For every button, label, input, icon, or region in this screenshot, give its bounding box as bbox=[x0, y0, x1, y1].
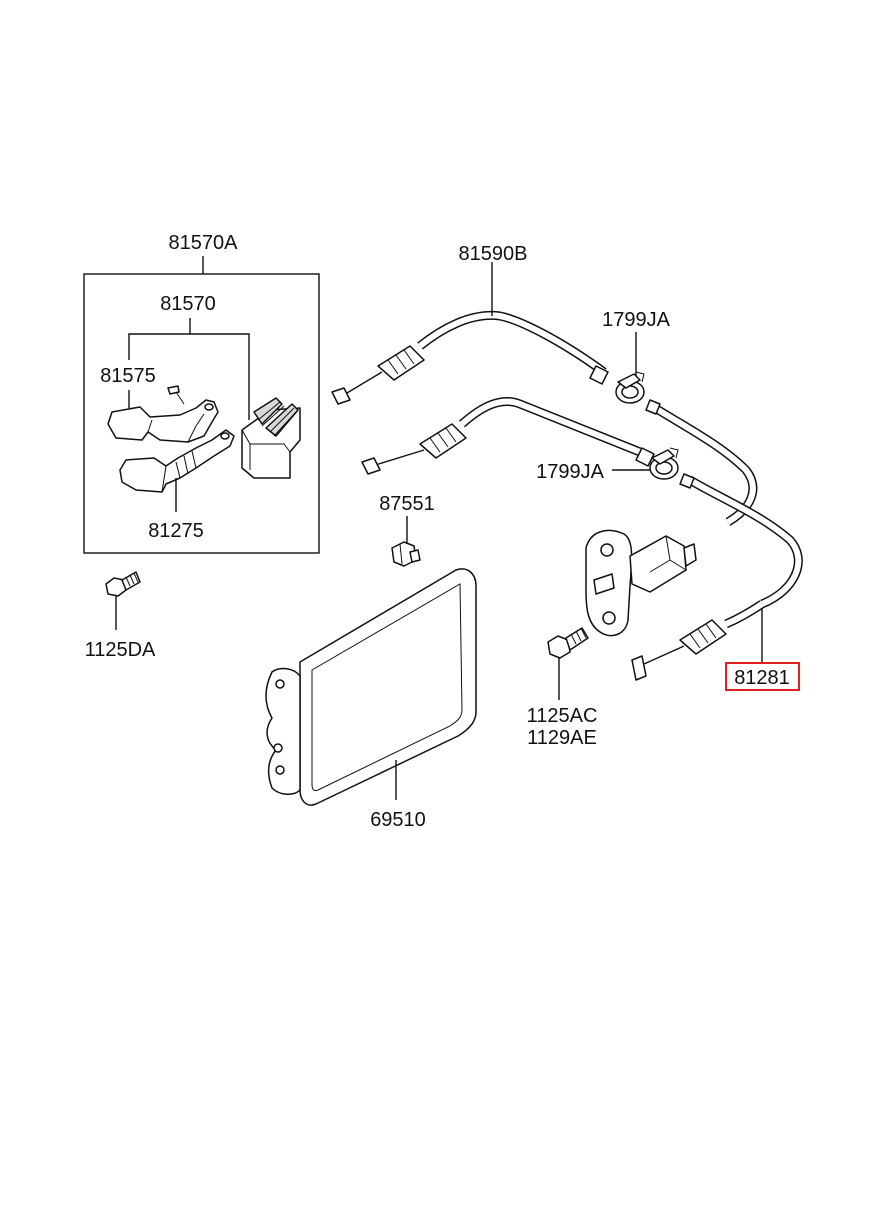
label-81275[interactable]: 81275 bbox=[148, 520, 204, 542]
clip-upper bbox=[615, 371, 645, 404]
opener-bracket-part bbox=[585, 529, 697, 637]
latch-assembly-group: 81570A 81570 81575 81275 bbox=[83, 232, 320, 554]
label-1125DA[interactable]: 1125DA bbox=[85, 639, 156, 661]
label-81570A[interactable]: 81570A bbox=[169, 232, 239, 254]
label-1799JA-upper[interactable]: 1799JA bbox=[602, 309, 670, 331]
clip-lower bbox=[649, 447, 679, 480]
assembly-frame bbox=[83, 273, 320, 554]
cable-81590B bbox=[331, 310, 758, 526]
label-1125AC[interactable]: 1125AC bbox=[527, 705, 598, 727]
bolt-1125DA bbox=[105, 571, 141, 630]
label-1129AE[interactable]: 1129AE bbox=[527, 727, 597, 749]
label-81570[interactable]: 81570 bbox=[160, 293, 216, 315]
lever-part bbox=[107, 385, 219, 443]
label-81281[interactable]: 81281 bbox=[734, 667, 790, 689]
label-87551[interactable]: 87551 bbox=[379, 493, 435, 515]
bolt-1125AC bbox=[547, 627, 589, 700]
fuel-door-69510 bbox=[265, 568, 477, 806]
label-1799JA-lower[interactable]: 1799JA bbox=[536, 461, 604, 483]
label-81575[interactable]: 81575 bbox=[100, 365, 156, 387]
label-81590B[interactable]: 81590B bbox=[459, 243, 528, 265]
cable-lower bbox=[361, 396, 803, 609]
highlight-box-81281 bbox=[725, 662, 800, 691]
cable-81281 bbox=[631, 600, 765, 681]
label-69510[interactable]: 69510 bbox=[370, 809, 426, 831]
opener-lever-part bbox=[119, 429, 235, 493]
bumper-87551 bbox=[391, 541, 421, 567]
latch-body-part bbox=[241, 397, 301, 479]
